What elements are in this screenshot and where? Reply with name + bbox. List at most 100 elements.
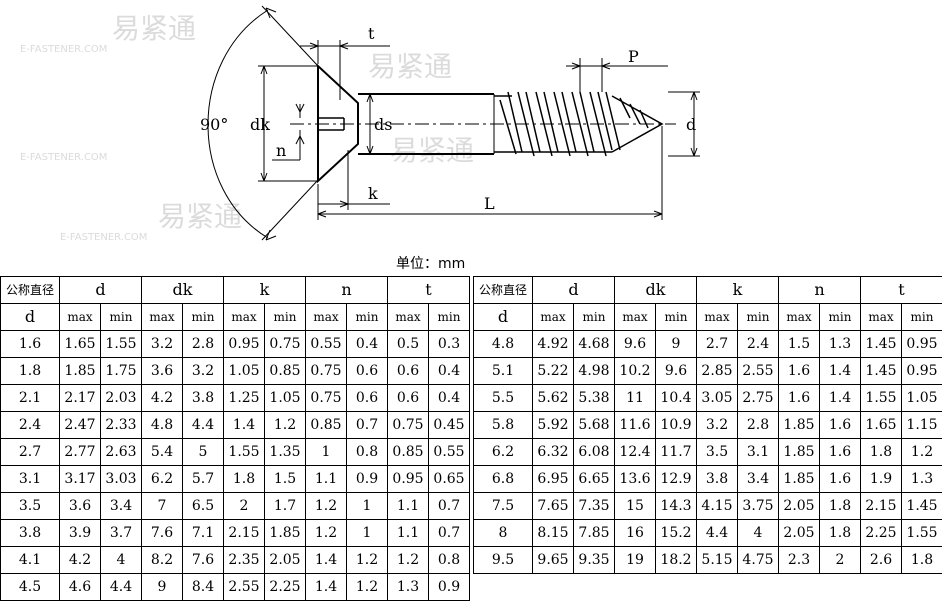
- table-cell: 2.77: [60, 439, 101, 466]
- table-cell: 6.95: [533, 466, 574, 493]
- table-cell: 1.2: [347, 547, 388, 574]
- table-cell: 1.85: [779, 412, 820, 439]
- table-cell: 1.65: [861, 412, 902, 439]
- table-cell: 1.45: [861, 358, 902, 385]
- header-dk: dk: [142, 277, 224, 304]
- table-cell: 5.68: [574, 412, 615, 439]
- table-cell: 0.6: [388, 385, 429, 412]
- table-cell: 1.25: [224, 385, 265, 412]
- header-nominal: 公称直径: [1, 277, 60, 304]
- table-cell: 3.6: [60, 493, 101, 520]
- table-cell: 18.2: [656, 547, 697, 574]
- table-cell: 0.95: [902, 331, 942, 358]
- table-cell-nominal: 3.8: [1, 520, 60, 547]
- table-cell: 0.95: [388, 466, 429, 493]
- table-cell: 14.3: [656, 493, 697, 520]
- table-cell: 1.1: [306, 466, 347, 493]
- header-min: min: [738, 304, 779, 331]
- table-cell: 1.3: [902, 466, 942, 493]
- table-cell: 0.75: [306, 385, 347, 412]
- table-cell: 1.45: [902, 493, 942, 520]
- table-cell: 0.4: [347, 331, 388, 358]
- table-cell: 2.7: [697, 331, 738, 358]
- table-cell-nominal: 5.5: [474, 385, 533, 412]
- table-cell: 0.7: [347, 412, 388, 439]
- table-cell: 2: [224, 493, 265, 520]
- table-cell: 1.7: [265, 493, 306, 520]
- table-cell: 9.35: [574, 547, 615, 574]
- table-cell: 1.4: [224, 412, 265, 439]
- table-cell: 1.65: [60, 331, 101, 358]
- table-cell: 0.7: [429, 493, 470, 520]
- header-nominal: 公称直径: [474, 277, 533, 304]
- header-k: k: [697, 277, 779, 304]
- table-cell: 0.4: [429, 358, 470, 385]
- table-cell: 2.05: [779, 493, 820, 520]
- table-cell: 0.5: [388, 331, 429, 358]
- table-cell: 3.05: [697, 385, 738, 412]
- table-cell-nominal: 1.8: [1, 358, 60, 385]
- table-cell: 1.9: [861, 466, 902, 493]
- table-cell: 3.7: [101, 520, 142, 547]
- table-cell: 5.92: [533, 412, 574, 439]
- table-cell: 5.7: [183, 466, 224, 493]
- table-cell: 1.5: [779, 331, 820, 358]
- table-cell: 10.4: [656, 385, 697, 412]
- table-cell: 1.85: [779, 466, 820, 493]
- table-cell: 4.4: [101, 574, 142, 601]
- table-cell: 0.65: [429, 466, 470, 493]
- table-cell: 1.8: [224, 466, 265, 493]
- table-cell: 1.1: [388, 520, 429, 547]
- table-cell: 0.55: [306, 331, 347, 358]
- table-cell: 2.55: [224, 574, 265, 601]
- table-cell: 1.55: [101, 331, 142, 358]
- table-cell: 15: [615, 493, 656, 520]
- table-cell: 3.1: [738, 439, 779, 466]
- header-max: max: [533, 304, 574, 331]
- label-t: t: [368, 24, 375, 43]
- table-cell: 0.85: [265, 358, 306, 385]
- table-cell: 1.6: [820, 439, 861, 466]
- table-cell: 1.8: [902, 547, 942, 574]
- table-cell: 5.4: [142, 439, 183, 466]
- table-cell: 1.8: [861, 439, 902, 466]
- table-cell: 3.2: [697, 412, 738, 439]
- header-n: n: [306, 277, 388, 304]
- table-cell: 13.6: [615, 466, 656, 493]
- table-cell: 2.03: [101, 385, 142, 412]
- table-cell: 7.6: [142, 520, 183, 547]
- table-cell: 1.1: [388, 493, 429, 520]
- table-cell: 0.6: [347, 358, 388, 385]
- table-cell: 4.98: [574, 358, 615, 385]
- header-t: t: [861, 277, 942, 304]
- label-p: P: [628, 47, 639, 66]
- table-cell: 4.68: [574, 331, 615, 358]
- table-cell: 1: [306, 439, 347, 466]
- table-cell: 3.8: [697, 466, 738, 493]
- table-cell: 3.17: [60, 466, 101, 493]
- table-cell: 0.7: [429, 520, 470, 547]
- table-cell: 0.85: [388, 439, 429, 466]
- table-cell: 7.1: [183, 520, 224, 547]
- table-cell: 4.2: [142, 385, 183, 412]
- table-cell: 0.9: [429, 574, 470, 601]
- table-cell: 2.25: [861, 520, 902, 547]
- table-cell: 2.6: [861, 547, 902, 574]
- table-cell: 4.6: [60, 574, 101, 601]
- watermark-logo: 易紧通 易紧通 易紧通 易紧通 E-FASTENER.COM E-FASTENE…: [20, 12, 474, 243]
- table-cell: 2.63: [101, 439, 142, 466]
- table-cell: 1.85: [265, 520, 306, 547]
- table-cell: 12.9: [656, 466, 697, 493]
- table-cell: 2.47: [60, 412, 101, 439]
- table-cell: 4.4: [183, 412, 224, 439]
- table-cell: 2.4: [738, 331, 779, 358]
- table-cell: 1.6: [779, 385, 820, 412]
- label-l: L: [484, 194, 495, 213]
- header-max: max: [697, 304, 738, 331]
- table-cell: 6.5: [183, 493, 224, 520]
